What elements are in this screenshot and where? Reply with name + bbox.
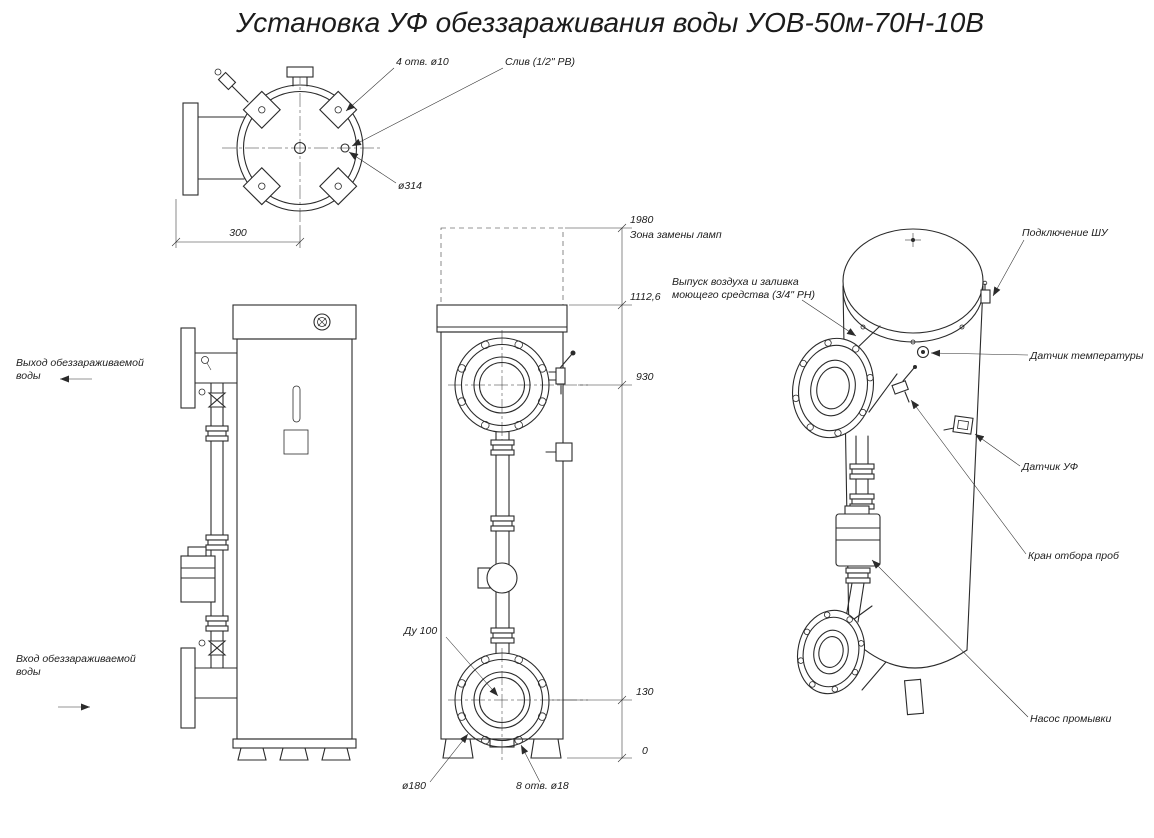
side-flange-top-view: [182, 102, 245, 196]
dim-0: 0: [642, 745, 648, 757]
dim-1980: 1980: [630, 214, 654, 226]
top-fitting: [286, 66, 314, 87]
wash-pump-side: [180, 546, 216, 603]
outlet-flange-front: [454, 337, 550, 433]
wash-pump-label: Насос промывки: [1030, 713, 1111, 725]
chamber-inner-circle: [242, 90, 358, 206]
inlet-label-line2: воды: [16, 666, 41, 678]
bypass-pipe: [198, 382, 229, 669]
iso-view: Подключение ШУ Выпуск воздуха и заливка …: [672, 227, 1144, 725]
corner-valve: [214, 68, 249, 103]
uv-sensor-label: Датчик УФ: [1021, 461, 1078, 473]
uv-sensor-front: [555, 442, 573, 462]
center-boss: [293, 141, 307, 155]
height-dimensions: 1980 Зона замены ламп 1112,6 930 130 0: [552, 214, 722, 763]
chamber-outer-circle: [236, 84, 364, 212]
dim-930: 930: [636, 371, 654, 383]
holes-count-label: 4 отв. ø10: [396, 56, 449, 68]
leader-uv: [974, 433, 1021, 467]
vessel-bottom: [848, 635, 968, 669]
air-release-label-line2: моющего средства (3/4" РН): [672, 289, 815, 301]
leader-diameter: [348, 151, 397, 184]
foot: [237, 747, 267, 761]
dim-130: 130: [636, 686, 654, 698]
wash-pump-iso: [835, 505, 881, 623]
top-view: 4 отв. ø10 Слив (1/2" РВ) ø314 300: [171, 56, 575, 248]
pump-volute: [486, 562, 518, 594]
base-plate: [232, 738, 357, 749]
foot: [321, 747, 351, 761]
air-release-label-line1: Выпуск воздуха и заливка: [672, 276, 799, 288]
inlet-flange: [180, 647, 238, 729]
outlet-label-line2: воды: [16, 370, 41, 382]
foot: [530, 738, 562, 759]
leader-drain: [351, 67, 504, 147]
diameter-label: ø314: [398, 180, 422, 192]
lamp-zone-label: Зона замены ламп: [630, 229, 722, 241]
outlet-flange-iso: [791, 337, 875, 439]
inlet-label-line1: Вход обеззараживаемой: [16, 653, 136, 665]
outlet-flange: [180, 327, 238, 409]
drain-stub: [903, 678, 925, 716]
cap-port: [313, 313, 331, 331]
temp-sensor: [916, 345, 930, 359]
flange-diameter-label: ø180: [402, 780, 426, 792]
leader-control: [992, 239, 1025, 297]
control-connector: [980, 280, 991, 304]
inlet-stub-line: [861, 661, 887, 691]
valve: [207, 392, 227, 408]
bolt-holes-label: 8 отв. ø18: [516, 780, 569, 792]
leader-air: [801, 299, 857, 337]
cap-center-mark: [905, 233, 921, 247]
inlet-flange-front: [454, 652, 550, 748]
outlet-stub-line: [868, 373, 898, 413]
top-cap: [232, 304, 357, 340]
page-title: Установка УФ обеззараживания воды УОВ-50…: [235, 7, 984, 38]
leader-holes: [345, 67, 395, 112]
foot: [279, 747, 309, 761]
side-view: Выход обеззараживаемой воды Вход обеззар…: [16, 304, 357, 761]
leader-bolt-holes: [520, 744, 541, 783]
inlet-flange-iso: [797, 609, 865, 695]
leader-du100: [445, 636, 499, 697]
outlet-label-line1: Выход обеззараживаемой: [16, 357, 144, 369]
dimension-300: 300: [171, 199, 305, 248]
sample-valve-iso: [891, 365, 917, 403]
valve: [207, 640, 227, 656]
dim-1112: 1112,6: [630, 291, 661, 303]
leader-d180: [429, 733, 469, 783]
width-dimension: 300: [229, 227, 247, 239]
lamp-replacement-zone: [440, 227, 564, 306]
sample-valve-front: [548, 350, 576, 395]
leader-temp: [930, 349, 1029, 357]
mounting-lugs: [242, 90, 358, 206]
leader-pump: [871, 559, 1029, 718]
center-pipe-front: [477, 431, 518, 654]
sight-slot: [292, 385, 301, 423]
nominal-bore-label: Ду 100: [403, 625, 437, 637]
vessel-right-edge: [966, 285, 984, 651]
foot: [442, 738, 474, 759]
sample-valve-label: Кран отбора проб: [1028, 550, 1120, 562]
vessel-body: [236, 338, 353, 740]
top-cap-front: [436, 304, 568, 333]
drain-port: [340, 143, 350, 153]
temp-sensor-label: Датчик температуры: [1029, 350, 1144, 362]
junction-box: [283, 429, 309, 455]
control-connection-label: Подключение ШУ: [1022, 227, 1109, 239]
uv-sensor: [943, 415, 974, 435]
front-view: 1980 Зона замены ламп 1112,6 930 130 0 Д…: [402, 214, 722, 792]
riser-pipe-iso: [849, 435, 875, 517]
top-cap-iso: [842, 228, 984, 334]
leader-sample: [910, 399, 1027, 555]
drain-label: Слив (1/2" РВ): [505, 56, 575, 68]
